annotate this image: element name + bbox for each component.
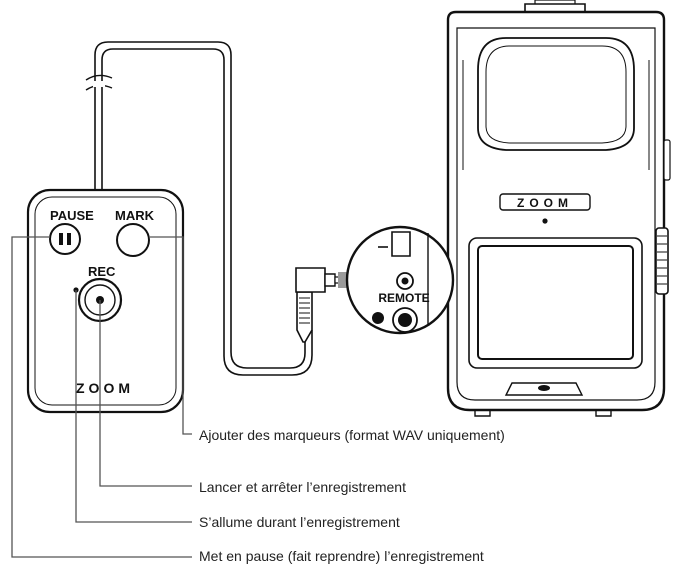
mark-button[interactable] (116, 223, 150, 257)
callout-pause-text: Met en pause (fait reprendre) l’enregist… (199, 548, 484, 564)
remote-port-label: REMOTE (378, 291, 429, 305)
scroll-wheel[interactable] (655, 227, 669, 295)
recorder-status-led (542, 218, 548, 224)
recorder-logo: ZOOM (517, 196, 573, 210)
callout-leaders (11, 236, 192, 558)
leader-mark (150, 236, 192, 435)
rec-label: REC (88, 264, 116, 279)
pause-button[interactable] (49, 223, 81, 255)
callout-mark-text: Ajouter des marqueurs (format WAV unique… (199, 427, 505, 443)
mark-label: MARK (115, 208, 155, 223)
remote-port-jack[interactable] (396, 272, 414, 290)
leader-led (75, 290, 192, 523)
side-switch[interactable] (663, 139, 671, 181)
pause-label: PAUSE (50, 208, 94, 223)
recorder-bottom-button[interactable] (538, 385, 550, 391)
callout-rec-text: Lancer et arrêter l’enregistrement (199, 479, 406, 495)
callout-led-text: S’allume durant l’enregistrement (199, 514, 400, 530)
remote-logo: ZOOM (76, 380, 134, 396)
leader-pause (11, 236, 192, 558)
cable-break-gap (93, 81, 105, 87)
leader-rec (99, 300, 192, 487)
recorder-logo-band (499, 193, 591, 211)
recorder-body (446, 0, 666, 417)
remote-cable (94, 41, 313, 376)
